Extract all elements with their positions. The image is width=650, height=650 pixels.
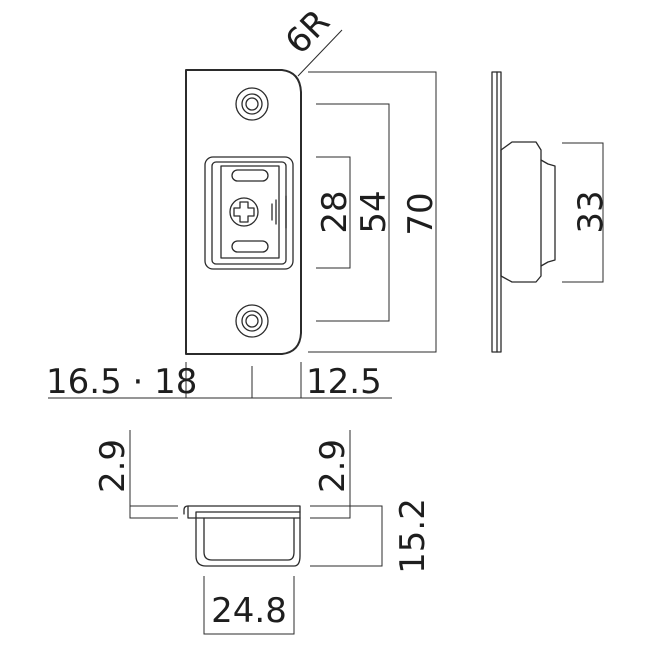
lip-right-label: 2.9 (313, 439, 353, 493)
adjusting-screw-icon (229, 197, 259, 227)
latch-slot (204, 156, 294, 270)
plate-width-label: 12.5 (306, 362, 382, 402)
bottom-screw-hole (235, 304, 269, 338)
box-width-label: 24.8 (211, 591, 287, 631)
lip-right-dimension: 2.9 (310, 430, 353, 519)
front-view (185, 69, 302, 355)
backset-label: 16.5 · 18 (46, 362, 197, 402)
vertical-dimensions: 70 54 28 (308, 71, 441, 353)
box-height-dimension: 33 (562, 142, 611, 283)
slot-height-label: 28 (315, 190, 355, 233)
box-width-dimension: 24.8 (203, 576, 295, 635)
screw-spacing-label: 54 (354, 190, 394, 233)
lip-left-label: 2.9 (93, 439, 133, 493)
radius-label: 6R (278, 2, 338, 62)
lip-left-dimension: 2.9 (93, 430, 178, 519)
plate-outline (185, 69, 302, 355)
bottom-view (183, 505, 301, 567)
box-height-label: 33 (571, 190, 611, 233)
top-screw-hole (235, 87, 269, 121)
box-depth-label: 15.2 (393, 498, 433, 574)
box-depth-dimension: 15.2 (310, 498, 433, 574)
horizontal-dimensions: 16.5 · 18 12.5 (46, 362, 392, 402)
radius-callout: 6R (278, 2, 343, 77)
plate-height-label: 70 (401, 192, 441, 235)
side-view (491, 71, 556, 353)
